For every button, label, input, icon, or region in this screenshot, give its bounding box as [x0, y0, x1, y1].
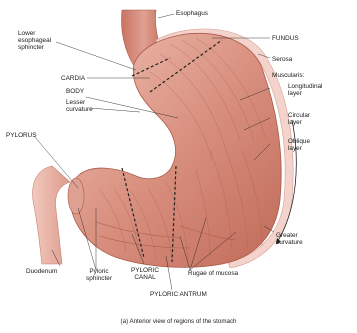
label-oblique-1: Oblique — [288, 138, 310, 145]
label-lesser-1: Lesser — [66, 99, 85, 106]
label-lesser-2: curvature — [66, 106, 93, 113]
duodenum-tube — [33, 166, 70, 264]
label-greater-2: curvature — [276, 239, 303, 246]
label-circular-1: Circular — [288, 112, 310, 119]
label-circular-2: layer — [288, 119, 302, 126]
label-duodenum: Duodenum — [26, 268, 57, 275]
figure-caption: (a) Anterior view of regions of the stom… — [0, 318, 357, 325]
label-longitudinal-2: layer — [288, 90, 302, 97]
label-lower-sphincter-2: esophageal — [18, 37, 51, 44]
label-pyloric-sphincter-1: Pyloric — [84, 268, 114, 275]
pyloric-sphincter-ring — [68, 178, 84, 214]
label-oblique-2: layer — [288, 145, 302, 152]
label-pyloric-canal-2: CANAL — [130, 274, 160, 281]
label-pylorus: PYLORUS — [6, 132, 37, 139]
label-pyloric-sphincter-2: sphincter — [84, 275, 114, 282]
label-rugae: Rugae of mucosa — [188, 270, 238, 277]
label-esophagus: Esophagus — [176, 10, 208, 17]
label-pyloric-canal-1: PYLORIC — [130, 267, 160, 274]
label-serosa: Serosa — [272, 56, 292, 63]
label-lower-sphincter-3: sphincter — [18, 44, 44, 51]
label-cardia: CARDIA — [61, 75, 85, 82]
label-body: BODY — [66, 88, 84, 95]
label-muscularis: Muscularis: — [272, 72, 304, 79]
label-lower-sphincter-1: Lower — [18, 30, 35, 37]
stomach-body — [70, 33, 281, 267]
label-fundus: FUNDUS — [272, 35, 299, 42]
label-greater-1: Greater — [276, 232, 298, 239]
label-longitudinal-1: Longitudinal — [288, 83, 322, 90]
label-pyloric-antrum: PYLORIC ANTRUM — [150, 291, 207, 298]
